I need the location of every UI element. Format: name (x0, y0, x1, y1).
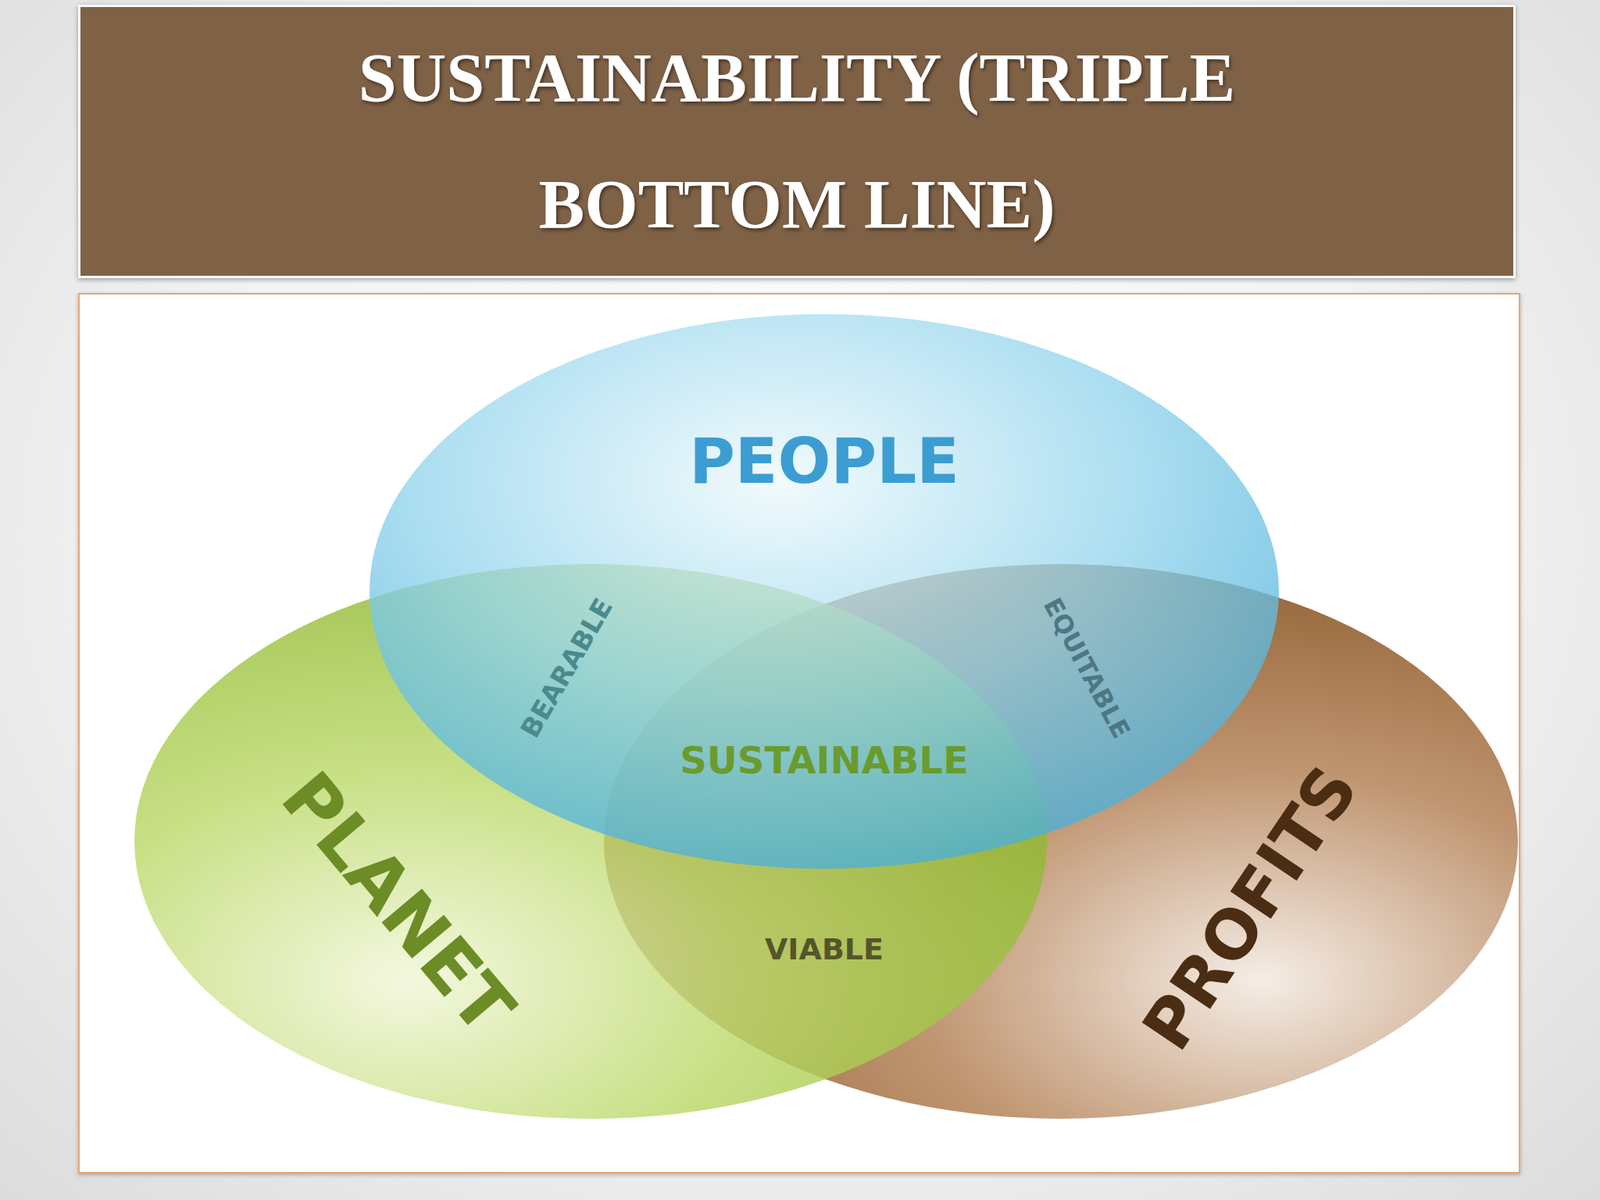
circle-label: PEOPLE (689, 425, 960, 498)
venn-circle: PEOPLE (367, 312, 1281, 871)
circle-fill (369, 314, 1279, 869)
region-label: VIABLE (764, 932, 884, 967)
circle-shape (367, 312, 1281, 871)
title-bar: SUSTAINABILITY (TRIPLE BOTTOM LINE) (78, 4, 1516, 279)
region-label: SUSTAINABLE (679, 738, 968, 783)
title-text: SUSTAINABILITY (TRIPLE BOTTOM LINE) (230, 14, 1364, 268)
